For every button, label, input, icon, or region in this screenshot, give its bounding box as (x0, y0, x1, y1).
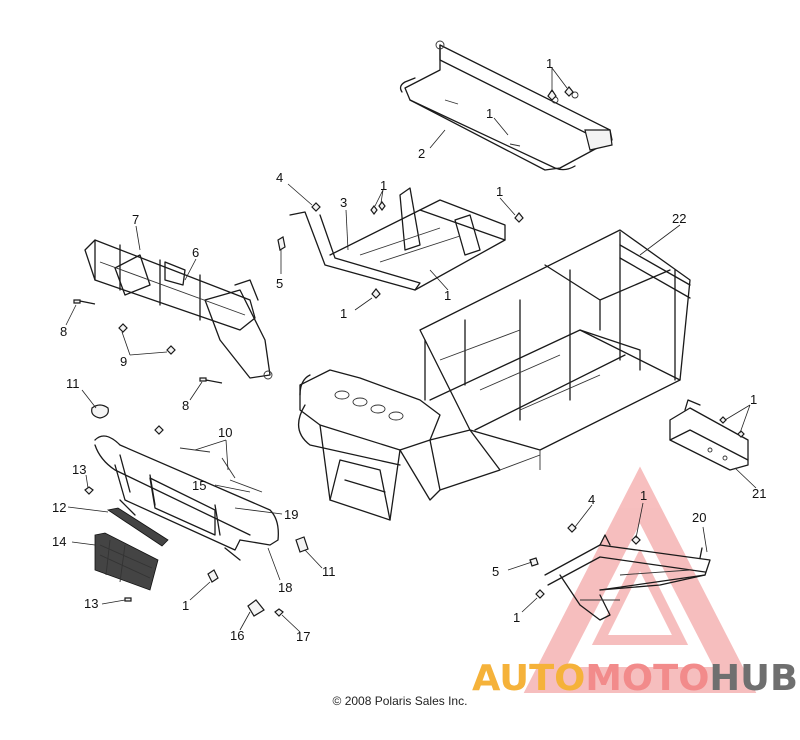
callout-20: 20 (692, 510, 706, 525)
callout-7: 7 (132, 212, 139, 227)
watermark-part-3: HUB (709, 658, 798, 699)
main-chassis-part (298, 229, 691, 521)
rear-rack-part (544, 534, 711, 621)
grille-parts (94, 507, 169, 591)
callout-21: 21 (752, 486, 766, 501)
callout-11a: 11 (66, 376, 80, 391)
svg-text:AUTOMOTOHUB: AUTOMOTOHUB (472, 658, 798, 699)
callout-17: 17 (296, 629, 310, 644)
callout-1b: 1 (486, 106, 493, 121)
callout-1e: 1 (340, 306, 347, 321)
callout-6: 6 (192, 245, 199, 260)
watermark-logo: AUTOMOTOHUB (472, 658, 798, 699)
front-bracket-part (84, 239, 273, 380)
callout-5a: 5 (276, 276, 283, 291)
callout-1c: 1 (380, 178, 387, 193)
callout-9: 9 (120, 354, 127, 369)
callout-4a: 4 (276, 170, 283, 185)
callout-1d: 1 (496, 184, 503, 199)
callout-4b: 4 (588, 492, 595, 507)
callout-14: 14 (52, 534, 66, 549)
callout-1j: 1 (182, 598, 189, 613)
callout-10: 10 (218, 425, 232, 440)
watermark-part-2: MOTO (585, 658, 709, 699)
callout-1i: 1 (513, 610, 520, 625)
watermark-part-1: AUTO (472, 658, 585, 699)
callout-13b: 13 (84, 596, 98, 611)
seat-frame-part (399, 40, 613, 171)
floor-bracket-part (289, 187, 506, 291)
callout-labels: 1 1 2 4 3 1 1 22 7 6 5 1 1 8 9 11 8 10 1… (52, 56, 766, 644)
callout-5b: 5 (492, 564, 499, 579)
callout-1g: 1 (750, 392, 757, 407)
callout-18: 18 (278, 580, 292, 595)
callout-19: 19 (284, 507, 298, 522)
callout-1f: 1 (444, 288, 451, 303)
leader-lines (65, 67, 757, 633)
callout-22: 22 (672, 211, 686, 226)
callout-3: 3 (340, 195, 347, 210)
callout-11b: 11 (322, 564, 336, 579)
callout-8b: 8 (182, 398, 189, 413)
callout-15: 15 (192, 478, 206, 493)
bracket-21-part (669, 399, 749, 471)
callout-2: 2 (418, 146, 425, 161)
callout-1a: 1 (546, 56, 553, 71)
callout-16: 16 (230, 628, 244, 643)
front-bumper-part (94, 435, 279, 561)
watermark-triangle (523, 466, 757, 693)
callout-8a: 8 (60, 324, 67, 339)
copyright-notice: © 2008 Polaris Sales Inc. (332, 694, 468, 708)
callout-1h: 1 (640, 488, 647, 503)
fasteners (73, 86, 745, 617)
callout-12: 12 (52, 500, 66, 515)
callout-13a: 13 (72, 462, 86, 477)
